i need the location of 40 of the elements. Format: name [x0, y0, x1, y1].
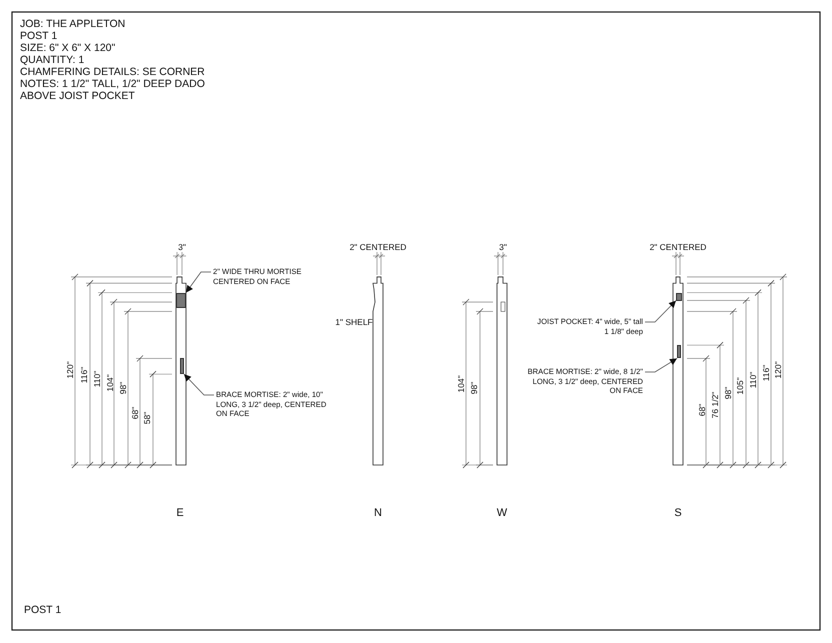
title-block-text: POST 1 — [20, 30, 58, 42]
leader-line — [186, 272, 212, 294]
title-block-text: ABOVE JOIST POCKET — [20, 90, 135, 102]
dimension-label: 104" — [456, 375, 466, 393]
dimension-label: 2" CENTERED — [650, 242, 706, 252]
leader-line — [644, 358, 678, 372]
dimension-label: 98" — [118, 382, 128, 394]
dimension-label: 105" — [735, 377, 745, 395]
mortise-cutout — [677, 345, 681, 358]
dimension-label: 1" SHELF — [335, 317, 373, 327]
title-block-text: NOTES: 1 1/2" TALL, 1/2" DEEP DADO — [20, 78, 205, 90]
dimension-label: 2" CENTERED — [350, 242, 406, 252]
leader-line — [184, 374, 214, 396]
dimension-label: 120" — [65, 361, 75, 379]
mortise-cutout — [180, 358, 184, 374]
dimension-label: 110" — [748, 372, 758, 388]
title-block-text: POST 1 — [24, 604, 62, 616]
dimension-label: 76 1/2" — [710, 392, 720, 418]
dimension-label: 98" — [469, 382, 479, 394]
title-block-text: JOB: THE APPLETON — [20, 18, 126, 30]
leader-line — [644, 300, 676, 322]
dimension-label: 104" — [105, 374, 115, 392]
title-block-text: QUANTITY: 1 — [20, 54, 84, 66]
dimension-label: 120" — [773, 361, 783, 379]
dimension-label: 116" — [79, 366, 89, 384]
view-label: E — [176, 507, 184, 519]
dimension-label: 116" — [761, 364, 771, 382]
dimension-label: 3" — [499, 242, 507, 252]
dimension-label: 98" — [723, 386, 733, 400]
view-label: W — [496, 507, 508, 519]
dimension-label: 58" — [142, 412, 152, 424]
dimension-label: 3" — [178, 242, 186, 252]
view-label: N — [374, 507, 382, 519]
title-block-text: SIZE: 6" X 6" X 120" — [20, 42, 116, 54]
title-block-text: CHAMFERING DETAILS: SE CORNER — [20, 66, 205, 78]
dimension-label: 68" — [130, 406, 140, 420]
mortise-cutout — [176, 292, 186, 308]
dimension-label: 68" — [697, 404, 707, 416]
view-label: S — [674, 507, 682, 519]
dimension-label: 110" — [92, 370, 102, 388]
